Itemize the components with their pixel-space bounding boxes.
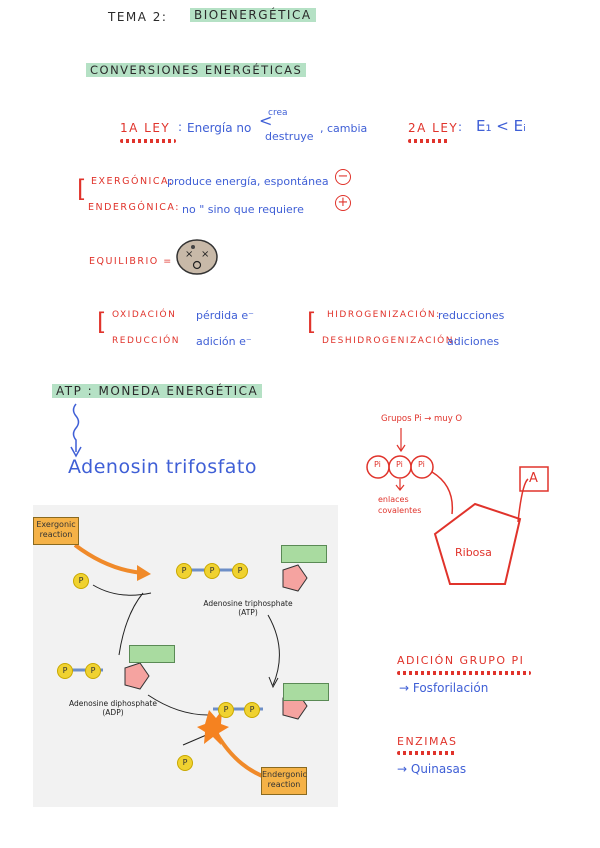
phosphate-free-2: P (177, 755, 193, 771)
ley1-label: 1A LEY (120, 121, 171, 135)
reduccion-label: REDUCCIÓN (112, 336, 180, 346)
title-label: TEMA 2: (108, 10, 168, 24)
reaction-bracket: [ (77, 175, 87, 203)
ley1-text: Energía no (187, 121, 252, 135)
ley1-colon: : (178, 120, 183, 134)
minus-sign: − (335, 169, 351, 185)
pi-2: Pi (396, 460, 403, 469)
enzimas-text: → Quinasas (397, 762, 467, 776)
exergonica-label: EXERGÓNICA: (91, 176, 174, 187)
enlaces-label: enlaces covalentes (378, 495, 422, 515)
ley2-formula: E₁ < Eᵢ (476, 117, 526, 135)
plus-sign: + (335, 195, 351, 211)
adenine-label: A (529, 471, 538, 486)
ley2-label: 2A LEY (408, 121, 459, 135)
oxidacion-text: pérdida e⁻ (196, 309, 254, 322)
ley1-brace: < (259, 111, 273, 130)
phosphate-free-1: P (73, 573, 89, 589)
ley1-underline (120, 139, 176, 143)
ley1-cambia: , cambia (320, 122, 368, 135)
deshidrogenizacion-text: adiciones (447, 335, 500, 348)
title-topic: BIOENERGÉTICA (190, 8, 316, 22)
ley2-colon: : (458, 120, 463, 134)
enzimas-label: ENZIMAS (397, 735, 458, 748)
enzimas-underline (397, 751, 457, 755)
redox-bracket-left: [ (97, 308, 107, 336)
redox-bracket-right: [ (307, 308, 317, 336)
adp-phosphate-1: P (57, 663, 73, 679)
hidrogenizacion-label: HIDROGENIZACIÓN: (327, 310, 441, 320)
adp-adenine-tag (129, 645, 175, 663)
oxidacion-label: OXIDACIÓN (112, 310, 177, 320)
adicion-underline (397, 671, 531, 675)
atp2-adenine-tag (283, 683, 329, 701)
exergonica-text: produce energía, espontánea (167, 175, 329, 188)
dead-face-icon: × × (176, 239, 218, 275)
reduccion-text: adición e⁻ (196, 335, 252, 348)
atp-adenine-tag (281, 545, 327, 563)
hidrogenizacion-text: reducciones (438, 309, 505, 322)
down-arrow-icon (70, 403, 82, 458)
adp-label: Adenosine diphosphate (ADP) (69, 699, 157, 717)
svg-text:×: × (185, 249, 193, 260)
section2-heading: ATP : MONEDA ENERGÉTICA (52, 384, 263, 398)
equilibrio-label: EQUILIBRIO = (89, 256, 173, 267)
pi-3: Pi (418, 460, 425, 469)
endergonica-label: ENDERGÓNICA: (88, 202, 180, 213)
atp2-phosphate-1: P (218, 702, 234, 718)
ribosa-label: Ribosa (455, 546, 492, 559)
grupos-label: Grupos Pi → muy O (381, 414, 463, 424)
atp-phosphate-2: P (204, 563, 220, 579)
adicion-text: → Fosforilación (399, 681, 489, 695)
svg-text:×: × (201, 249, 209, 260)
atp-label: Adenosine triphosphate (ATP) (203, 599, 293, 617)
atp-name: Adenosin trifosfato (68, 456, 257, 478)
atp-phosphate-3: P (232, 563, 248, 579)
ley2-underline (408, 139, 450, 143)
atp-cycle-figure: Exergonic reaction Endergonic reaction P… (33, 505, 338, 807)
section1-heading: CONVERSIONES ENERGÉTICAS (86, 63, 307, 77)
atp-diagram (366, 428, 549, 585)
endergonica-text: no " sino que requiere (182, 203, 304, 216)
atp-phosphate-1: P (176, 563, 192, 579)
pi-1: Pi (374, 460, 381, 469)
ley1-crea: crea (268, 108, 288, 118)
atp2-phosphate-2: P (244, 702, 260, 718)
adicion-label: ADICIÓN GRUPO Pi (397, 654, 525, 667)
ley1-destruye: destruye (265, 130, 314, 143)
endergonic-box: Endergonic reaction (261, 767, 307, 795)
deshidrogenizacion-label: DESHIDROGENIZACIÓN: (322, 336, 459, 346)
exergonic-box: Exergonic reaction (33, 517, 79, 545)
adp-phosphate-2: P (85, 663, 101, 679)
